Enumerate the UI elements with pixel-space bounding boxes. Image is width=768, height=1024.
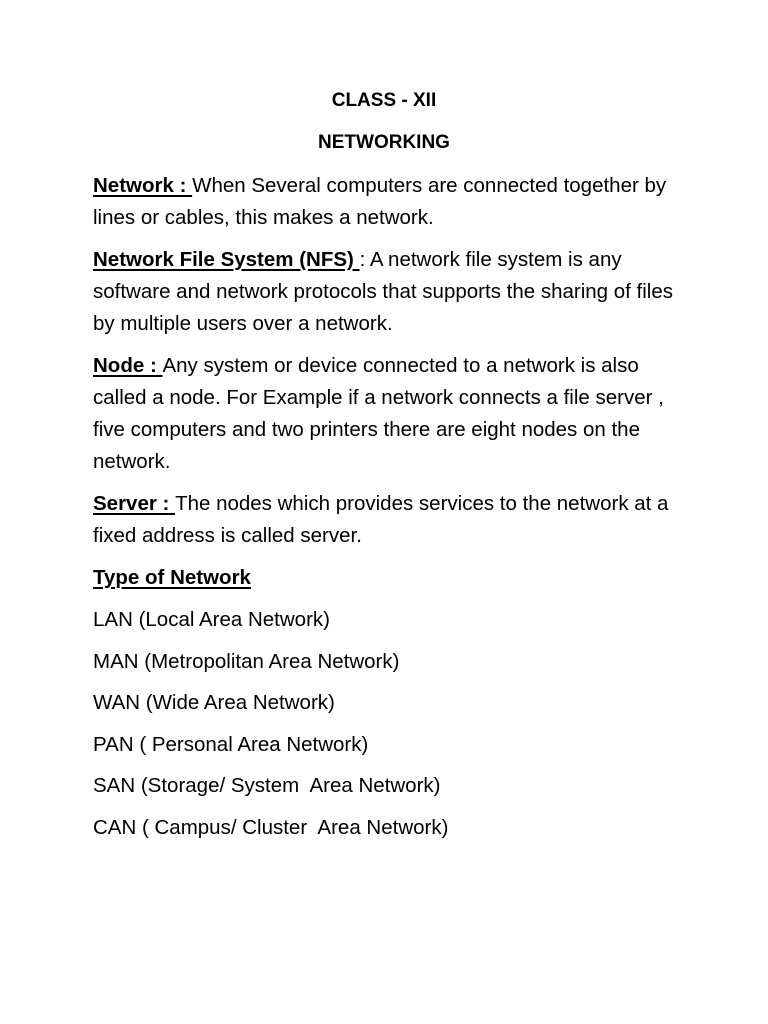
definition-nfs: Network File System (NFS) : A network fi…: [93, 244, 693, 340]
network-types-list: LAN (Local Area Network) MAN (Metropolit…: [93, 604, 693, 844]
definition-term: Node :: [93, 354, 163, 377]
list-item: MAN (Metropolitan Area Network): [93, 649, 400, 673]
definition-term: Network File System (NFS): [93, 248, 360, 271]
definition-term: Server :: [93, 492, 176, 515]
definition-term: Network :: [93, 174, 193, 197]
list-item: SAN (Storage/ System Area Network): [93, 774, 441, 797]
document-content: CLASS - XII NETWORKING Network : When Se…: [93, 88, 693, 853]
definition-text: : A network file system is any software …: [93, 248, 674, 335]
list-item: CAN ( Campus/ Cluster Area Network): [93, 815, 449, 839]
definition-text: The nodes which provides services to the…: [93, 492, 669, 547]
definition-server: Server : The nodes which provides servic…: [93, 488, 693, 552]
list-item: PAN ( Personal Area Network): [93, 732, 369, 756]
subject-title: NETWORKING: [318, 132, 450, 153]
class-title: CLASS - XII: [331, 90, 437, 111]
definition-network: Network : When Several computers are con…: [93, 170, 693, 234]
list-item: WAN (Wide Area Network): [93, 691, 335, 714]
definition-text: When Several computers are connected tog…: [93, 174, 667, 229]
list-item: LAN (Local Area Network): [93, 608, 330, 631]
definition-text: Any system or device connected to a netw…: [93, 354, 664, 473]
definition-node: Node : Any system or device connected to…: [93, 350, 693, 478]
types-heading: Type of Network: [93, 566, 251, 589]
